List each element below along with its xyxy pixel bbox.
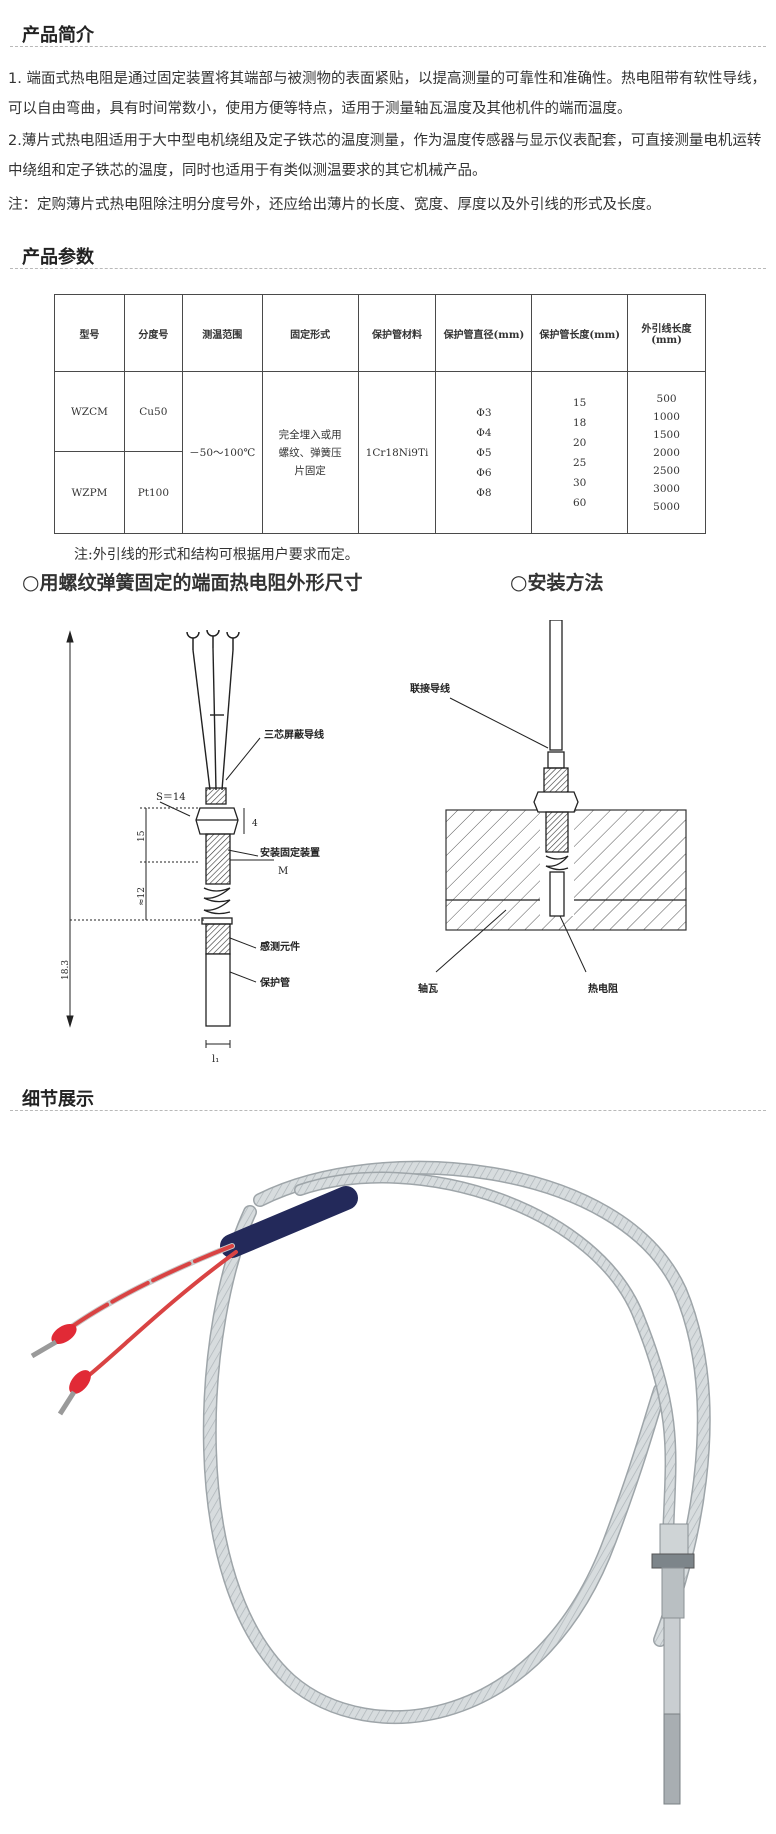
circle-icon: ○ — [510, 570, 528, 594]
label-l1: l₁ — [212, 1054, 219, 1065]
figure-title-dimensions: ○用螺纹弹簧固定的端面热电阻外形尺寸 — [22, 568, 362, 595]
model-cell: WZPM — [54, 451, 125, 534]
table-note: 注:外引线的形式和结构可根据用户要求而定。 — [74, 547, 359, 563]
figure-title-dimensions-text: 用螺纹弹簧固定的端面热电阻外形尺寸 — [39, 572, 363, 594]
label-m: M — [278, 866, 288, 877]
figure-title-install: ○安装方法 — [510, 568, 603, 595]
ferrule-icon — [30, 1323, 91, 1416]
installation-diagram: 联接导线 轴瓦 热电阻 — [410, 620, 687, 995]
dimension-diagram: 三芯屏蔽导线 S＝14 15 4 安装固定装置 M ≈12 感测元件 保护管 1… — [61, 629, 324, 1065]
intro-paragraph-1: 1. 端面式热电阻是通过固定装置将其端部与被测物的表面紧贴，以提高测量的可靠性和… — [8, 71, 766, 117]
table-header-cell: 保护管材料 — [357, 294, 437, 372]
section-title-detail: 细节展示 — [22, 1089, 94, 1110]
lead-wires — [192, 647, 234, 791]
length-cell: 15 18 20 25 30 60 — [531, 371, 629, 534]
label-tube: 保护管 — [259, 976, 290, 989]
table-header-cell: 测温范围 — [181, 294, 263, 372]
intro-paragraph-2: 2.薄片式热电阻适用于大中型电机绕组及定子铁芯的温度测量，作为温度传感器与显示仪… — [8, 133, 762, 179]
label-bearing: 轴瓦 — [418, 982, 438, 995]
section-title-intro: 产品简介 — [22, 25, 94, 46]
lead-length-cell: 500 1000 1500 2000 2500 3000 5000 — [627, 371, 706, 534]
parameter-table: 型号 分度号 测温范围 固定形式 保护管材料 保护管直径(mm) 保护管长度(m… — [54, 294, 706, 534]
sensor-body — [195, 787, 239, 1027]
fix-cell: 完全埋入或用螺纹、弹簧压片固定 — [261, 371, 359, 534]
label-dim-15: 15 — [137, 830, 147, 842]
material-cell: 1Cr18Ni9Ti — [357, 371, 437, 534]
leader-lines — [159, 737, 261, 983]
index-cell: Pt100 — [123, 451, 183, 534]
section-intro-header: 产品简介 — [10, 16, 766, 47]
cable-loops — [202, 1160, 711, 1724]
figure-title-install-text: 安装方法 — [527, 572, 604, 594]
label-wire: 三芯屏蔽导线 — [264, 728, 324, 741]
table-header-cell: 分度号 — [123, 294, 183, 372]
model-cell: WZCM — [54, 371, 125, 452]
dimension-lines — [66, 630, 274, 1048]
table-header-cell: 固定形式 — [261, 294, 359, 372]
label-dim-4: 4 — [252, 819, 258, 829]
label-rtd: 热电阻 — [588, 982, 618, 995]
label-dim-12: ≈12 — [137, 887, 147, 906]
table-row: WZCM Cu50 －50～100℃ 完全埋入或用螺纹、弹簧压片固定 1Cr18… — [54, 371, 706, 534]
leader-lines — [435, 697, 587, 973]
range-cell: －50～100℃ — [181, 371, 263, 534]
label-s: S＝14 — [156, 792, 186, 803]
fork-terminal-icon — [186, 629, 240, 650]
product-photo — [30, 1160, 711, 1805]
index-cell: Cu50 — [123, 371, 183, 452]
label-fixer: 安装固定装置 — [260, 846, 320, 859]
blue-sleeve — [220, 1186, 358, 1258]
table-header-cell: 保护管直径(mm) — [435, 294, 533, 372]
lead-wires — [67, 1243, 238, 1378]
diameter-cell: Φ3 Φ4 Φ5 Φ6 Φ8 — [435, 371, 533, 534]
table-header-cell: 保护管长度(mm) — [531, 294, 629, 372]
section-detail-header: 细节展示 — [10, 1080, 766, 1111]
probe — [651, 1523, 695, 1805]
section-title-params: 产品参数 — [22, 247, 94, 268]
table-row: WZPM Pt100 — [54, 451, 706, 534]
intro-note: 注：定购薄片式热电阻除注明分度号外，还应给出薄片的长度、宽度、厚度以及外引线的形… — [8, 197, 661, 213]
label-lead-wire: 联接导线 — [410, 682, 450, 695]
rtd-sensor — [533, 620, 579, 917]
table-header-cell: 型号 — [54, 294, 125, 372]
section-params-header: 产品参数 — [10, 238, 766, 269]
circle-icon: ○ — [22, 570, 40, 594]
table-header-cell: 外引线长度(mm) — [627, 294, 706, 372]
table-header-row: 型号 分度号 测温范围 固定形式 保护管材料 保护管直径(mm) 保护管长度(m… — [54, 294, 706, 372]
label-sensor: 感测元件 — [260, 940, 300, 953]
label-dim-183: 18.3 — [61, 960, 71, 980]
